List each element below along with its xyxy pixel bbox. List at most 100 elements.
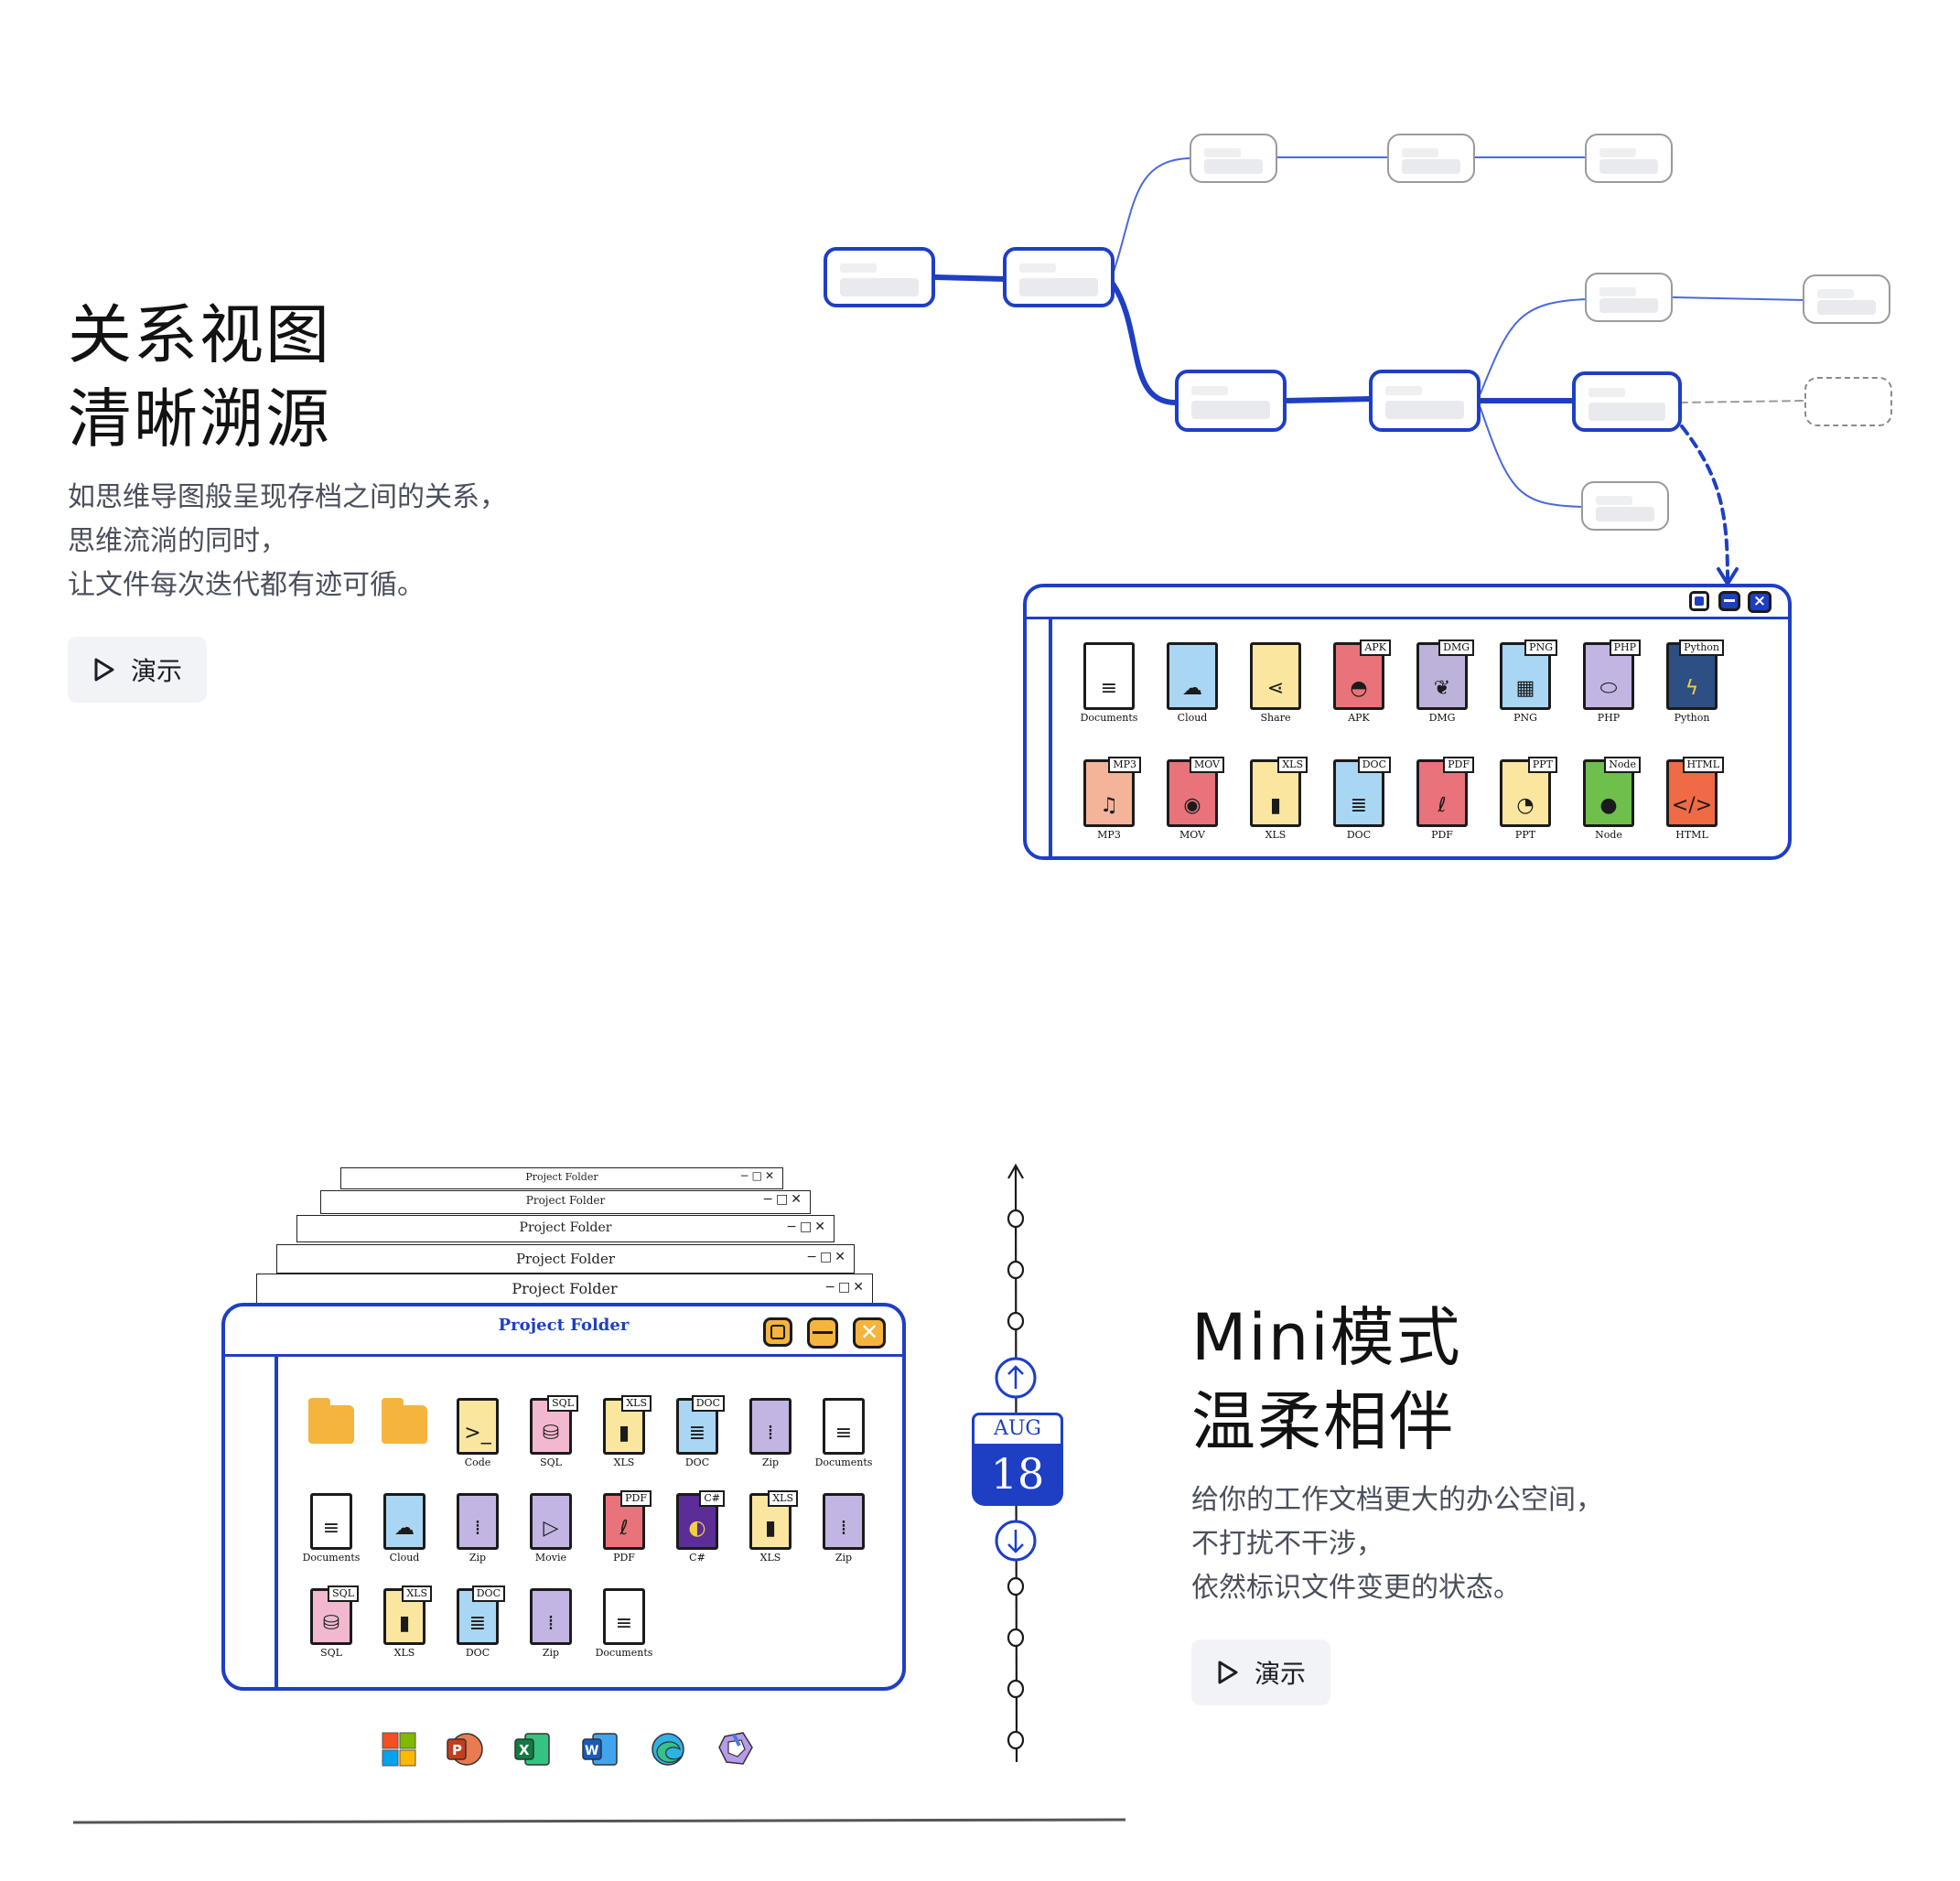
file-icon[interactable]: DOC≣DOC bbox=[661, 1395, 734, 1468]
section1-demo-button[interactable]: 演示 bbox=[68, 637, 207, 703]
section2-demo-button[interactable]: 演示 bbox=[1191, 1639, 1330, 1705]
file-icon[interactable]: XLS▮XLS bbox=[368, 1585, 441, 1659]
graph-node-root[interactable] bbox=[824, 247, 935, 307]
file-label: Cloud bbox=[1177, 712, 1208, 724]
file-icon[interactable]: HTML</> HTML bbox=[1655, 757, 1728, 841]
graph-node[interactable] bbox=[1369, 370, 1481, 432]
stacked-window[interactable]: Project Folder −□✕ bbox=[276, 1244, 855, 1274]
word-icon[interactable]: W bbox=[580, 1731, 618, 1768]
window-controls-icon[interactable]: −□✕ bbox=[806, 1250, 848, 1264]
maximize-icon[interactable] bbox=[763, 1317, 792, 1347]
window-controls-icon[interactable]: −□✕ bbox=[786, 1220, 828, 1234]
file-icon[interactable]: DMG❦DMG bbox=[1405, 640, 1479, 724]
close-icon[interactable]: ✕ bbox=[853, 1317, 886, 1349]
file-icon[interactable]: ⋖Share bbox=[1239, 642, 1312, 724]
file-icon[interactable]: PNG▦PNG bbox=[1489, 640, 1562, 724]
minimize-icon[interactable] bbox=[1718, 591, 1740, 611]
graph-node[interactable] bbox=[1175, 370, 1287, 432]
graph-node[interactable] bbox=[1581, 481, 1669, 531]
file-icon[interactable]: ☁Cloud bbox=[1156, 642, 1229, 724]
document-icon: ⁞ bbox=[749, 1398, 792, 1455]
file-icon[interactable]: ⁞Zip bbox=[807, 1493, 880, 1564]
file-label: XLS bbox=[613, 1456, 635, 1468]
section1-desc-line3: 让文件每次迭代都有迹可循。 bbox=[68, 569, 425, 601]
maximize-icon[interactable] bbox=[1689, 591, 1709, 611]
document-icon: ⁞ bbox=[530, 1588, 572, 1645]
file-icon[interactable]: >_Code bbox=[441, 1398, 514, 1468]
file-label: HTML bbox=[1675, 829, 1708, 841]
file-type-tag: XLS bbox=[1277, 757, 1308, 773]
file-icon[interactable]: ▷Movie bbox=[514, 1493, 587, 1564]
stacked-window[interactable]: Project Folder −□✕ bbox=[320, 1190, 811, 1214]
powerpoint-icon[interactable]: P bbox=[445, 1731, 483, 1768]
graph-node[interactable] bbox=[1585, 273, 1673, 322]
file-icon[interactable]: ≡Documents bbox=[1072, 642, 1146, 724]
timeline-down-button[interactable] bbox=[994, 1519, 1038, 1563]
file-type-tag: DOC bbox=[1357, 757, 1391, 773]
document-icon: >_ bbox=[457, 1398, 499, 1455]
file-icon[interactable]: Node●Node bbox=[1572, 757, 1645, 841]
graph-node-placeholder[interactable] bbox=[1804, 377, 1892, 426]
file-icon[interactable]: SQL⛁SQL bbox=[295, 1585, 368, 1659]
file-icon[interactable]: C#◐C# bbox=[661, 1490, 734, 1564]
file-icon[interactable]: MP3♫MP3 bbox=[1072, 757, 1146, 841]
document-icon: DOC≣ bbox=[457, 1585, 505, 1645]
file-icon[interactable]: SQL⛁SQL bbox=[514, 1395, 587, 1468]
stacked-window[interactable]: Project Folder −□✕ bbox=[296, 1215, 835, 1242]
edge-icon[interactable] bbox=[650, 1731, 686, 1768]
document-icon: SQL⛁ bbox=[310, 1585, 359, 1645]
stacked-window[interactable]: Project Folder −□✕ bbox=[256, 1274, 873, 1305]
copilot-icon[interactable] bbox=[716, 1729, 753, 1766]
file-icon[interactable]: DOC≣DOC bbox=[441, 1585, 514, 1659]
stacked-window[interactable]: Project Folder −□✕ bbox=[340, 1167, 783, 1189]
graph-node[interactable] bbox=[1585, 134, 1673, 183]
file-icon[interactable]: ≡Documents bbox=[587, 1588, 661, 1659]
file-icon[interactable]: ⁞Zip bbox=[734, 1398, 807, 1468]
graph-node-selected[interactable] bbox=[1572, 371, 1682, 432]
file-label: Zip bbox=[542, 1647, 560, 1659]
file-icon[interactable]: ≡Documents bbox=[807, 1398, 880, 1468]
file-icon[interactable]: MOV◉MOV bbox=[1156, 757, 1229, 841]
window-controls-icon[interactable]: −□✕ bbox=[762, 1192, 804, 1207]
file-icon[interactable] bbox=[295, 1398, 368, 1446]
file-icon[interactable]: XLS▮XLS bbox=[1239, 757, 1312, 841]
file-label: Node bbox=[1595, 829, 1622, 841]
file-icon[interactable]: APK◓APK bbox=[1322, 640, 1395, 724]
window-controls-icon[interactable]: −□✕ bbox=[739, 1169, 777, 1182]
file-glyph-icon: ◔ bbox=[1516, 794, 1535, 817]
document-icon: ☁ bbox=[383, 1493, 425, 1550]
file-label: Cloud bbox=[389, 1552, 420, 1564]
document-icon: HTML</> bbox=[1666, 757, 1724, 827]
graph-node[interactable] bbox=[1003, 247, 1115, 307]
window-controls-icon[interactable]: −□✕ bbox=[824, 1280, 867, 1295]
file-icon[interactable]: ⁞ Zip bbox=[514, 1588, 587, 1659]
date-calendar-badge[interactable]: AUG 18 bbox=[972, 1413, 1063, 1508]
timeline-up-button[interactable] bbox=[994, 1356, 1038, 1400]
file-type-tag: Node bbox=[1604, 757, 1641, 773]
file-icon[interactable]: XLS▮XLS bbox=[587, 1395, 661, 1468]
graph-node[interactable] bbox=[1387, 134, 1475, 183]
file-icon[interactable] bbox=[368, 1398, 441, 1446]
close-icon[interactable]: × bbox=[1748, 591, 1772, 613]
graph-node[interactable] bbox=[1190, 134, 1277, 183]
file-icon[interactable]: ☁ Cloud bbox=[368, 1493, 441, 1564]
file-icon[interactable]: PPT◔PPT bbox=[1489, 757, 1562, 841]
file-glyph-icon: ≡ bbox=[1100, 677, 1118, 700]
document-icon: ⋖ bbox=[1250, 642, 1301, 710]
file-icon[interactable]: XLS▮XLS bbox=[734, 1490, 807, 1564]
minimize-icon[interactable] bbox=[807, 1317, 838, 1349]
file-icon[interactable]: PHP⬭PHP bbox=[1572, 640, 1645, 724]
file-type-tag: SQL bbox=[547, 1395, 578, 1412]
windows-icon[interactable] bbox=[381, 1731, 417, 1768]
file-icon[interactable]: DOC≣DOC bbox=[1322, 757, 1395, 841]
file-icon[interactable]: ⁞Zip bbox=[441, 1493, 514, 1564]
file-icon[interactable]: ≡Documents bbox=[295, 1493, 368, 1564]
excel-icon[interactable]: X bbox=[512, 1731, 550, 1768]
document-icon: XLS▮ bbox=[749, 1490, 798, 1550]
graph-node[interactable] bbox=[1803, 274, 1890, 324]
